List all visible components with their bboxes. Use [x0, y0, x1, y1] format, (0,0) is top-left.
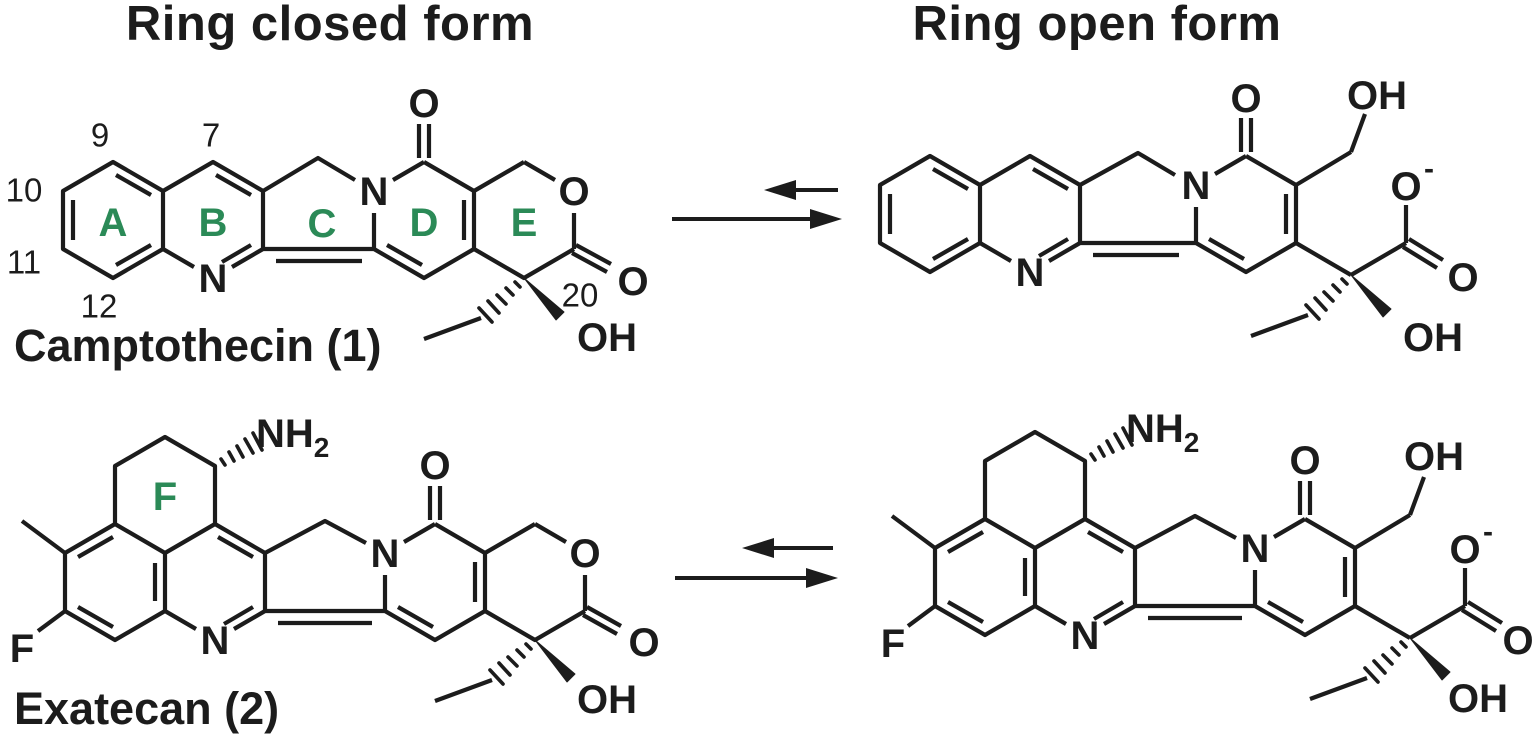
structure-exatecan-open: N N O OH O - O OH F NH2	[881, 407, 1534, 721]
double-bond-lines	[946, 481, 1504, 633]
atom-label-quinoline-n: N	[1016, 251, 1045, 295]
stereo-wedge-bond	[1409, 637, 1451, 681]
bond-lines	[20, 434, 588, 703]
atom-label-lactone-carbonyl-o: O	[617, 260, 648, 304]
stereo-wedge-bond	[523, 277, 565, 321]
atom-label-carboxyl-double-o: O	[1447, 256, 1478, 300]
ring-label-d: D	[410, 201, 439, 245]
forward-arrow-head	[806, 568, 838, 588]
position-number-9: 9	[91, 117, 109, 154]
structure-camptothecin-closed: N N O O O OH 9 7 10 11 12 20 A B C D E C…	[6, 82, 649, 371]
reverse-arrow-head	[742, 538, 774, 558]
atom-label-indolizine-n: N	[371, 532, 400, 576]
stereo-hash-bond	[1304, 277, 1349, 321]
atom-label-carboxyl-double-o: O	[1502, 619, 1533, 663]
atom-label-amide-o: O	[1230, 77, 1261, 121]
compound-name-exatecan: Exatecan (2)	[14, 683, 279, 734]
atom-label-quinoline-n: N	[201, 619, 230, 663]
stereo-wedge-bond	[1350, 274, 1392, 318]
position-number-20: 20	[562, 277, 599, 314]
ring-label-c: C	[308, 202, 337, 246]
position-number-11: 11	[7, 244, 41, 281]
equilibrium-arrows-top	[672, 180, 842, 229]
atom-label-quinoline-n: N	[199, 257, 228, 301]
reverse-arrow-head	[764, 180, 796, 200]
atom-label-c20-oh: OH	[577, 316, 637, 360]
title-ring-closed-form: Ring closed form	[126, 0, 534, 51]
ring-label-e: E	[511, 201, 538, 245]
equilibrium-arrows-bottom	[675, 538, 838, 588]
atom-label-lactone-carbonyl-o: O	[628, 621, 659, 665]
position-number-10: 10	[6, 172, 43, 209]
atom-label-carboxylate-charge: -	[1424, 153, 1434, 186]
position-number-12: 12	[81, 288, 118, 325]
atom-label-quinoline-n: N	[1071, 614, 1100, 658]
double-bond-lines	[70, 124, 613, 274]
amine-hash-bond	[1089, 426, 1134, 462]
atom-label-carboxylate-o: O	[1390, 165, 1421, 209]
structure-camptothecin-open: N N O OH O - O OH	[877, 74, 1479, 360]
stereo-hash-bond	[1363, 640, 1408, 684]
atom-label-fluorine: F	[10, 627, 34, 671]
forward-arrow-head	[810, 209, 842, 229]
atom-label-fluorine: F	[881, 622, 905, 666]
ring-label-b: B	[199, 201, 228, 245]
atom-label-c20-oh: OH	[1403, 316, 1463, 360]
double-bond-lines	[887, 118, 1445, 270]
atom-label-pyridone-n: N	[1241, 527, 1270, 571]
atom-label-hydroxymethyl-oh: OH	[1347, 74, 1407, 118]
title-ring-open-form: Ring open form	[912, 0, 1281, 51]
bond-lines	[890, 429, 1468, 701]
atom-label-indolizine-n: N	[360, 170, 389, 214]
atom-label-pyridone-n: N	[1182, 164, 1211, 208]
atom-label-carboxylate-charge: -	[1483, 516, 1493, 549]
double-bond-lines	[76, 486, 623, 636]
bond-lines	[877, 113, 1409, 338]
stereo-hash-bond	[477, 280, 522, 324]
atom-label-c20-oh: OH	[1448, 677, 1508, 721]
ring-label-f: F	[153, 475, 177, 519]
atom-label-amide-o: O	[419, 444, 450, 488]
atom-label-lactone-ring-o: O	[558, 170, 589, 214]
stereo-wedge-bond	[534, 639, 576, 683]
stereo-hash-bond	[488, 642, 533, 686]
atom-label-amine-nh2: NH2	[256, 412, 329, 463]
compound-name-camptothecin: Camptothecin (1)	[14, 320, 382, 371]
position-number-7: 7	[202, 117, 220, 154]
atom-label-amide-o: O	[1289, 439, 1320, 483]
atom-label-carboxylate-o: O	[1449, 528, 1480, 572]
amine-hash-bond	[219, 431, 264, 467]
atom-label-amide-o: O	[408, 82, 439, 126]
atom-label-amine-nh2: NH2	[1126, 407, 1199, 458]
atom-label-hydroxymethyl-oh: OH	[1404, 435, 1464, 479]
structure-exatecan-closed: N N O O O OH F NH2 F Exatecan (2)	[10, 412, 660, 734]
atom-label-c20-oh: OH	[577, 678, 637, 722]
atom-label-lactone-ring-o: O	[569, 532, 600, 576]
ring-label-a: A	[99, 201, 128, 245]
